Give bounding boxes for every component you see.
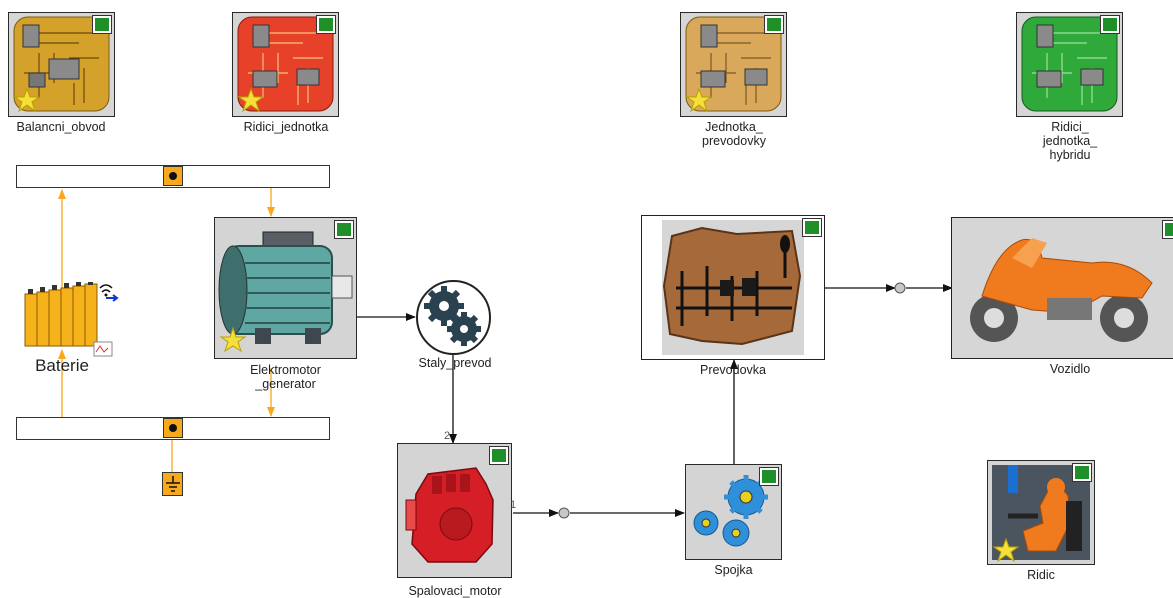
spalovaci-motor-label: Spalovaci_motor — [408, 584, 502, 598]
subsystem-arrow-icon — [92, 15, 112, 34]
port-number-label: 1 — [509, 499, 517, 511]
spojka-label: Spojka — [714, 563, 753, 577]
subsystem-arrow-icon — [802, 218, 822, 237]
combustion-engine-icon — [405, 467, 494, 563]
gear-icon — [424, 286, 481, 346]
junction-dot — [894, 282, 906, 294]
signal-port-icon — [99, 284, 119, 302]
electric-motor-icon — [218, 231, 353, 353]
prevodovka-block[interactable] — [641, 215, 825, 360]
gear-icon — [693, 475, 768, 547]
vozidlo-block[interactable] — [951, 217, 1173, 359]
elektromotor-generator-block[interactable] — [214, 217, 357, 359]
spalovaci-motor-block[interactable] — [397, 443, 512, 578]
subsystem-arrow-icon — [489, 446, 509, 465]
vozidlo-label: Vozidlo — [1049, 362, 1091, 376]
ground-icon — [166, 476, 180, 492]
spojka-block[interactable] — [685, 464, 782, 560]
circuit-board-icon — [1021, 16, 1118, 112]
subsystem-arrow-icon — [316, 15, 336, 34]
motorcycle-icon — [970, 238, 1153, 342]
balancni-obvod-label: Balancni_obvod — [16, 120, 106, 134]
circuit-board-icon — [237, 16, 334, 113]
subsystem-arrow-icon — [1100, 15, 1120, 34]
bus-connector[interactable] — [163, 166, 183, 186]
baterie-block[interactable] — [20, 282, 120, 360]
ridici-jednotka-hybridu-label: Ridici_ jednotka_ hybridu — [1042, 120, 1098, 162]
ground-block[interactable] — [162, 472, 183, 496]
circuit-board-icon — [13, 16, 110, 113]
ridici-jednotka-hybridu-block[interactable] — [1016, 12, 1123, 117]
ridic-label: Ridic — [1027, 568, 1055, 582]
jednotka-prevodovky-block[interactable] — [680, 12, 787, 117]
subsystem-arrow-icon — [764, 15, 784, 34]
port-number-label: 2 — [443, 430, 451, 442]
ridic-block[interactable] — [987, 460, 1095, 565]
bus-connector[interactable] — [163, 418, 183, 438]
junction-dot — [558, 507, 570, 519]
balancni-obvod-block[interactable] — [8, 12, 115, 117]
subsystem-arrow-icon — [1162, 220, 1173, 239]
battery-icon — [24, 282, 113, 357]
subsystem-arrow-icon — [334, 220, 354, 239]
ridici-jednotka-label: Ridici_jednotka — [243, 120, 329, 134]
elektromotor-generator-label: Elektromotor _generator — [250, 363, 321, 391]
jednotka-prevodovky-label: Jednotka_ prevodovky — [702, 120, 766, 148]
staly-prevod-block[interactable] — [416, 280, 491, 355]
prevodovka-label: Prevodovka — [699, 363, 766, 377]
subsystem-arrow-icon — [1072, 463, 1092, 482]
staly-prevod-label: Staly_prevod — [418, 356, 492, 370]
baterie-label: Baterie — [35, 356, 89, 375]
ridici-jednotka-block[interactable] — [232, 12, 339, 117]
subsystem-arrow-icon — [759, 467, 779, 486]
gearbox-icon — [662, 220, 804, 355]
circuit-board-icon — [685, 16, 782, 113]
